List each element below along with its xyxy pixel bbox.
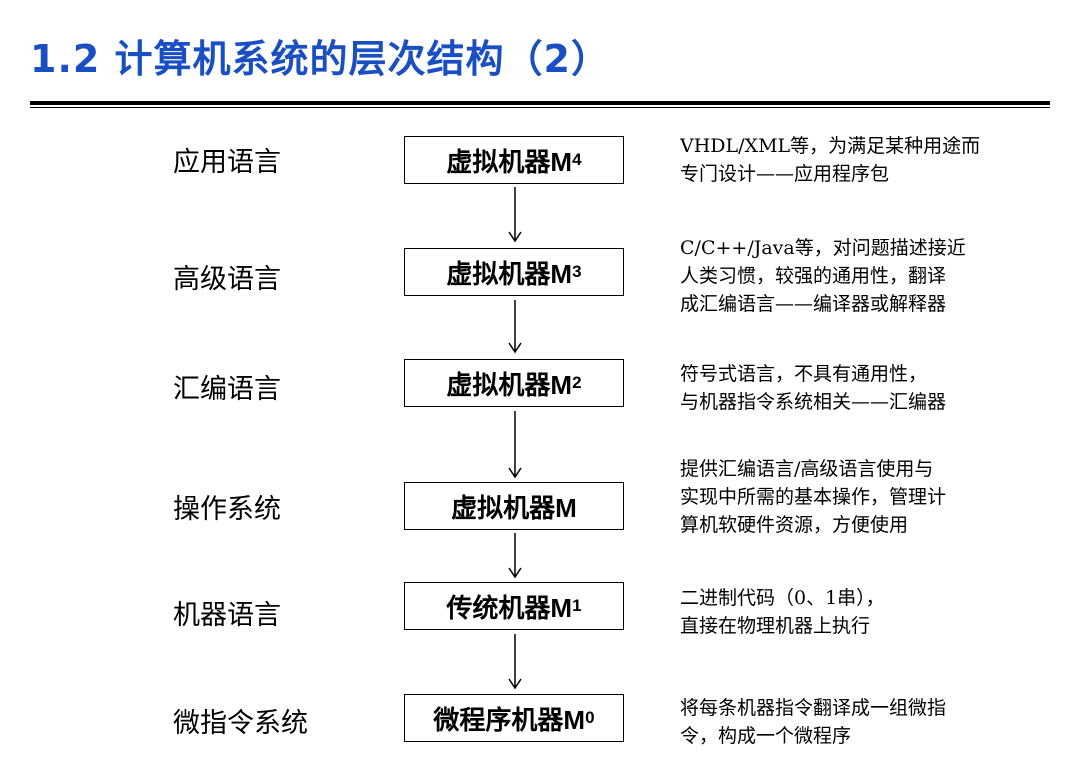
description-line: 实现中所需的基本操作，管理计 (680, 486, 947, 508)
level-label-machine: 机器语言 (173, 600, 281, 631)
page-title: 1.2 计算机系统的层次结构（2） (30, 37, 610, 81)
machine-subscript: 4 (572, 150, 582, 169)
description-line: 人类习惯，较强的通用性，翻译 (680, 265, 947, 287)
description-line: 专门设计——应用程序包 (680, 163, 890, 185)
level-description-machine: 二进制代码（0、1串）， 直接在物理机器上执行 (680, 584, 1025, 640)
level-description-assembly: 符号式语言，不具有通用性， 与机器指令系统相关——汇编器 (680, 360, 1025, 416)
description-line: 直接在物理机器上执行 (680, 615, 871, 637)
machine-subscript: 3 (572, 262, 582, 281)
machine-name: 传统机器M (446, 592, 573, 623)
description-line: 符号式语言，不具有通用性， (680, 363, 928, 385)
level-description-os: 提供汇编语言/高级语言使用与 实现中所需的基本操作，管理计 算机软硬件资源，方便… (680, 455, 1025, 539)
level-label-microinstruction: 微指令系统 (173, 708, 308, 739)
down-arrow-icon (508, 300, 522, 354)
machine-box-m: 虚拟机器M (404, 482, 624, 530)
machine-name: 虚拟机器M (446, 146, 573, 177)
machine-name: 虚拟机器M (446, 258, 573, 289)
description-line: 二进制代码（0、1串）， (680, 587, 885, 609)
title-divider (30, 101, 1050, 105)
down-arrow-icon (508, 411, 522, 479)
down-arrow-icon (508, 533, 522, 579)
level-description-high-level: C/C++/Java等，对问题描述接近 人类习惯，较强的通用性，翻译 成汇编语言… (680, 234, 1025, 318)
level-description-application: VHDL/XML等，为满足某种用途而 专门设计——应用程序包 (680, 132, 1025, 188)
machine-name: 微程序机器M (433, 704, 586, 735)
description-line: 令，构成一个微程序 (680, 725, 852, 747)
description-line: 与机器指令系统相关——汇编器 (680, 391, 947, 413)
machine-name: 虚拟机器M (451, 492, 577, 523)
level-label-assembly: 汇编语言 (173, 374, 281, 405)
description-line: 将每条机器指令翻译成一组微指 (680, 697, 947, 719)
title-divider-thin (30, 107, 1050, 108)
down-arrow-icon (508, 634, 522, 690)
description-line: VHDL/XML等，为满足某种用途而 (680, 135, 981, 157)
description-line: C/C++/Java等，对问题描述接近 (680, 237, 966, 259)
level-label-application: 应用语言 (173, 147, 281, 178)
level-description-microinstruction: 将每条机器指令翻译成一组微指 令，构成一个微程序 (680, 694, 1025, 750)
level-label-high-level: 高级语言 (173, 264, 281, 295)
description-line: 算机软硬件资源，方便使用 (680, 514, 909, 536)
level-label-os: 操作系统 (173, 494, 281, 525)
machine-subscript: 2 (572, 373, 582, 392)
description-line: 成汇编语言——编译器或解释器 (680, 293, 947, 315)
machine-subscript: 1 (572, 596, 582, 615)
machine-subscript: 0 (585, 708, 595, 727)
description-line: 提供汇编语言/高级语言使用与 (680, 458, 934, 480)
machine-name: 虚拟机器M (446, 369, 573, 400)
down-arrow-icon (508, 187, 522, 243)
